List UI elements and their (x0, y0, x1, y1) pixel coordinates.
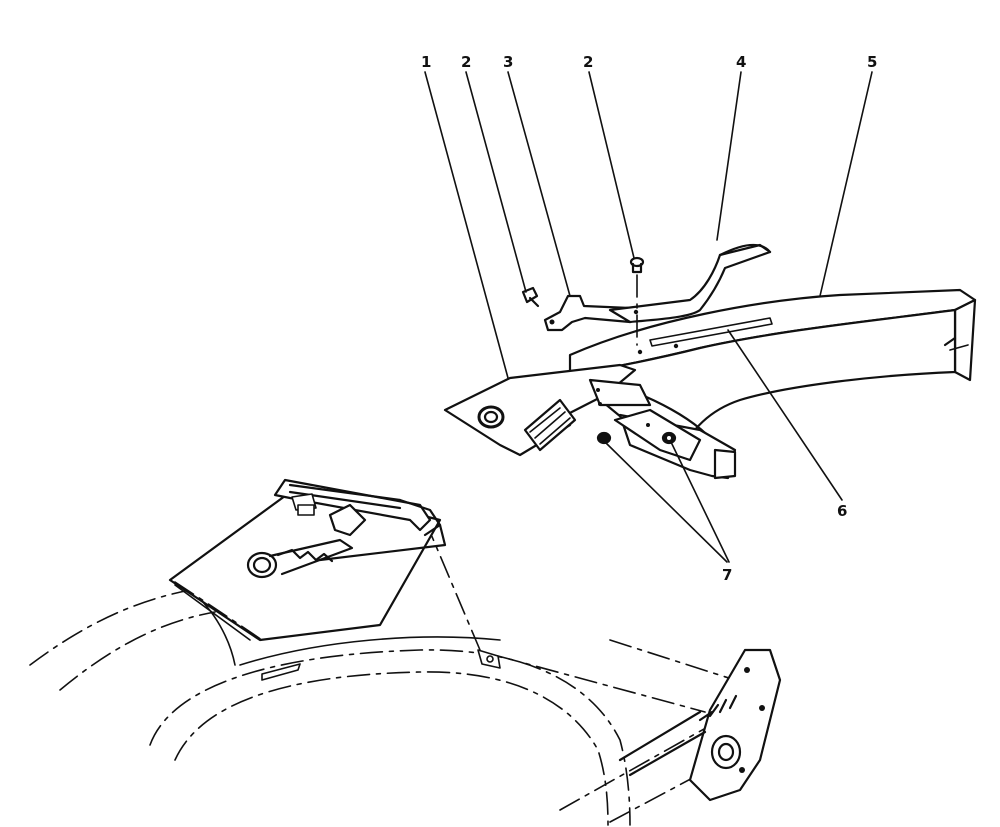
callout-4: 4 (736, 53, 746, 71)
callout-1: 1 (421, 53, 431, 71)
callout-2-left: 2 (461, 53, 471, 71)
callout-3: 3 (503, 53, 513, 71)
callout-5: 5 (867, 53, 877, 71)
nut-left (596, 431, 612, 445)
screw-top (629, 256, 645, 346)
callout-2-top: 2 (583, 53, 593, 71)
callout-6: 6 (837, 502, 847, 520)
leader-5 (819, 71, 873, 297)
nut-right (661, 431, 677, 445)
callouts: 1 2 3 2 4 5 6 7 (421, 53, 877, 584)
leader-lines (424, 71, 873, 563)
leader-6 (727, 329, 843, 501)
leader-2a (465, 71, 527, 293)
leader-3 (507, 71, 571, 297)
discharge-guard-assembly (168, 478, 447, 642)
callout-7: 7 (722, 566, 732, 584)
leader-7b (670, 441, 730, 563)
handle (608, 243, 772, 324)
mounting-plate (443, 363, 702, 462)
pivot-bracket (618, 648, 782, 802)
leader-4 (716, 71, 742, 241)
leader-1 (424, 71, 509, 379)
leader-7a (604, 441, 728, 563)
fasteners (521, 256, 677, 445)
leader-2b (588, 71, 635, 259)
